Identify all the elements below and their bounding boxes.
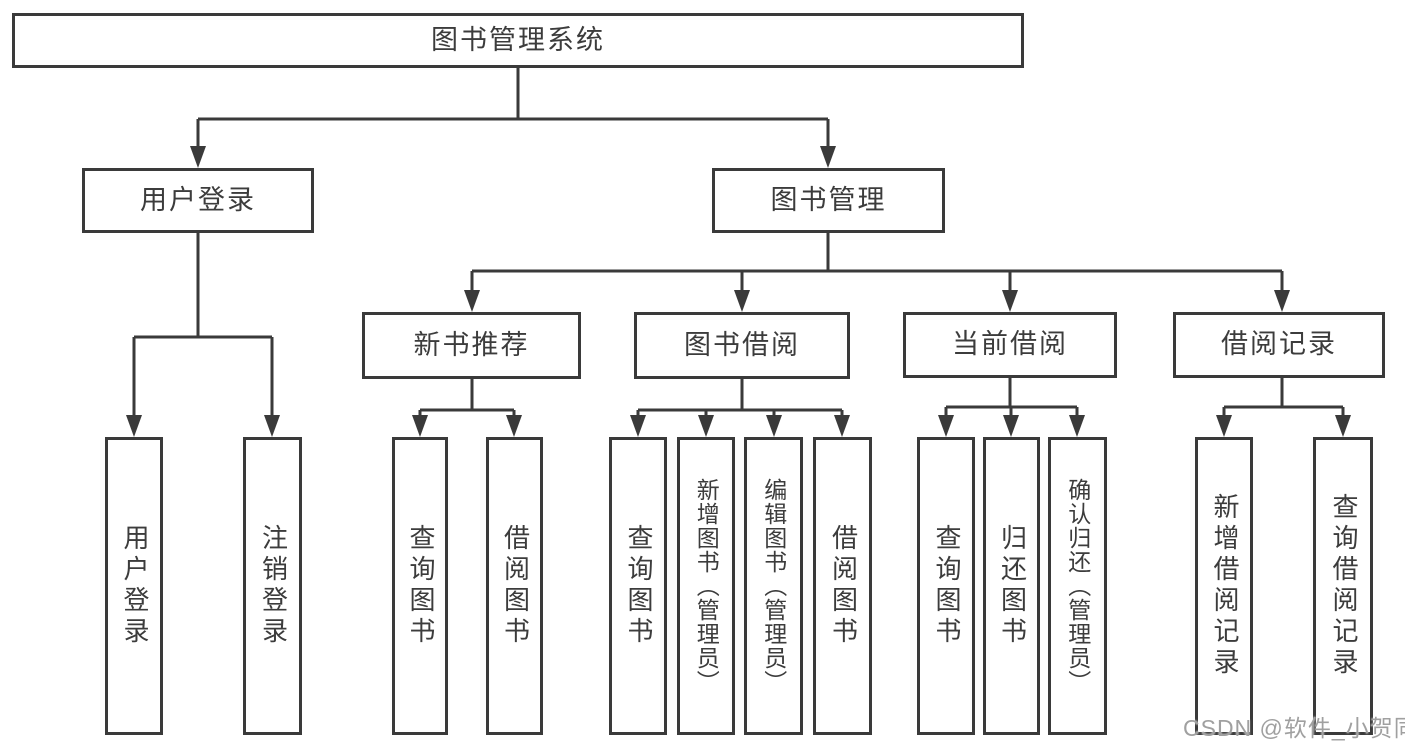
leaf-confirm-return-admin: 确认归还（管理员） <box>1048 437 1107 735</box>
leaf-user-login: 用户登录 <box>105 437 163 735</box>
arrowhead-icon <box>734 290 750 312</box>
node-borrowing-records: 借阅记录 <box>1173 312 1385 378</box>
leaf-query-books-newbook: 查询图书 <box>392 437 448 735</box>
arrowhead-icon <box>938 415 954 437</box>
arrowhead-icon <box>264 415 280 437</box>
arrowhead-icon <box>126 415 142 437</box>
node-library-management-system: 图书管理系统 <box>12 13 1024 68</box>
leaf-add-books-admin: 新增图书（管理员） <box>677 437 735 735</box>
leaf-edit-books-admin: 编辑图书（管理员） <box>744 437 803 735</box>
arrowhead-icon <box>834 415 850 437</box>
node-current-borrowing: 当前借阅 <box>903 312 1117 378</box>
arrowhead-icon <box>820 146 836 168</box>
arrowhead-icon <box>766 415 782 437</box>
arrowhead-icon <box>1003 415 1019 437</box>
leaf-return-books: 归还图书 <box>983 437 1040 735</box>
node-book-management: 图书管理 <box>712 168 945 233</box>
arrowhead-icon <box>190 146 206 168</box>
leaf-add-borrow-record: 新增借阅记录 <box>1195 437 1253 735</box>
leaf-logout: 注销登录 <box>243 437 302 735</box>
arrowhead-icon <box>1002 290 1018 312</box>
arrowhead-icon <box>698 415 714 437</box>
csdn-watermark: CSDN @软件_小贺同学 <box>1183 715 1405 741</box>
arrowhead-icon <box>630 415 646 437</box>
arrowhead-icon <box>1335 415 1351 437</box>
node-book-borrowing: 图书借阅 <box>634 312 850 379</box>
arrowhead-icon <box>1216 415 1232 437</box>
leaf-borrow-books-borrowing: 借阅图书 <box>813 437 872 735</box>
node-user-login: 用户登录 <box>82 168 314 233</box>
leaf-query-books-borrowing: 查询图书 <box>609 437 667 735</box>
arrowhead-icon <box>506 415 522 437</box>
arrowhead-icon <box>1069 415 1085 437</box>
arrowhead-icon <box>412 415 428 437</box>
arrowhead-icon <box>1274 290 1290 312</box>
arrowhead-icon <box>464 290 480 312</box>
node-new-book-recommendation: 新书推荐 <box>362 312 581 379</box>
leaf-query-borrow-record: 查询借阅记录 <box>1313 437 1373 735</box>
leaf-borrow-books-newbook: 借阅图书 <box>486 437 543 735</box>
leaf-query-books-current: 查询图书 <box>917 437 975 735</box>
